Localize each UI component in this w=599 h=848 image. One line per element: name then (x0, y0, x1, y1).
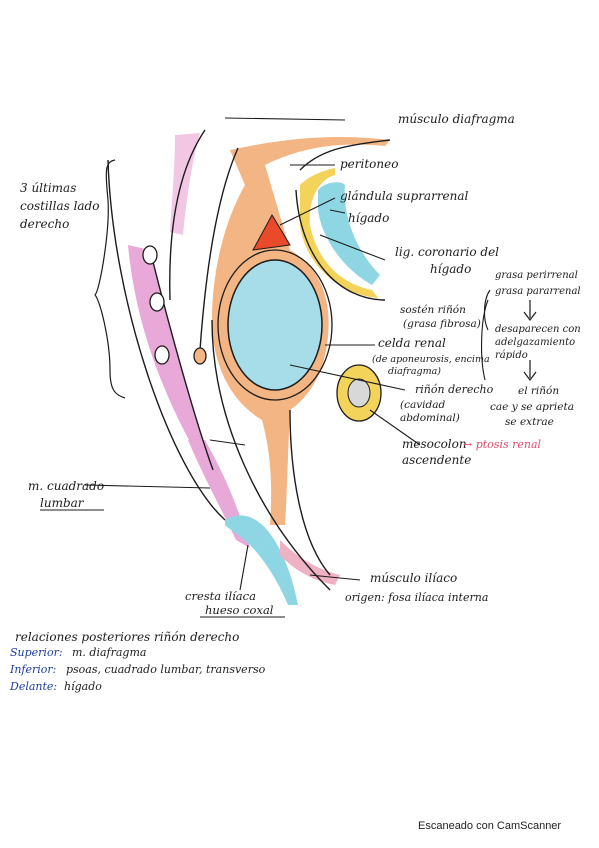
peritoneum-layer (300, 168, 378, 298)
label-ptosis: → ptosis renal (463, 438, 542, 451)
label-cavity-1: (cavidad (400, 399, 446, 411)
scanner-watermark: Escaneado con CamScanner (418, 820, 562, 832)
label-disappear-2: adelgazamiento (495, 337, 575, 348)
label-coronary-2: hígado (430, 262, 471, 276)
rib-1 (142, 245, 158, 265)
ink-outlines (107, 129, 391, 591)
label-renal-cell-2: (de aponeurosis, encima (372, 354, 490, 365)
colon-lumen (347, 378, 371, 408)
arrow-down-2 (523, 360, 537, 381)
label-quadratus-1: m. cuadrado (28, 479, 104, 493)
label-coronary-1: lig. coronario del (395, 245, 499, 259)
rib-brace (94, 159, 126, 399)
notes-inferior-key: Inferior: (9, 663, 56, 676)
label-colon-2: ascendente (402, 453, 471, 467)
label-renal-cell-3: diafragma) (388, 366, 441, 377)
iliac-crest (225, 515, 298, 605)
label-ribs-1: 3 últimas (20, 181, 76, 195)
notes-anterior-val: hígado (64, 680, 102, 693)
notes-title: relaciones posteriores riñón derecho (15, 630, 239, 644)
notes-superior-val: m. diafragma (72, 646, 146, 659)
label-iliac-crest-2: hueso coxal (205, 603, 274, 617)
label-cavity-2: abdominal) (400, 412, 460, 424)
label-adrenal: glándula suprarrenal (340, 189, 469, 203)
label-kidney-out-3: se extrae (505, 416, 554, 428)
pink-upper-strip (170, 133, 200, 235)
rib-2 (149, 292, 165, 312)
label-ribs-3: derecho (20, 217, 69, 231)
label-fat-2: grasa pararrenal (495, 286, 581, 297)
label-support-1: sostén riñón (400, 304, 466, 316)
liver (318, 182, 380, 285)
right-kidney (227, 259, 323, 391)
label-peritoneum: peritoneo (340, 157, 398, 171)
leader-lines (84, 117, 491, 591)
label-support-2: (grasa fibrosa) (403, 318, 481, 330)
label-quadratus-2: lumbar (40, 496, 85, 510)
notes-anterior-key: Delante: (9, 680, 57, 693)
arrow-down-1 (523, 300, 537, 321)
label-kidney-out-1: el riñón (518, 385, 559, 397)
label-disappear-3: rápido (495, 350, 528, 361)
label-disappear-1: desaparecen con (495, 324, 581, 335)
notes-superior-key: Superior: (10, 646, 63, 659)
iliac-muscle (280, 540, 340, 585)
label-iliac-muscle: músculo ilíaco (370, 571, 457, 585)
label-fat-1: grasa perirrenal (495, 270, 578, 281)
label-diaphragm: músculo diafragma (398, 112, 515, 126)
rib-4 (193, 347, 207, 365)
label-origin: origen: fosa ilíaca interna (345, 591, 488, 604)
label-kidney-out-2: cae y se aprieta (490, 401, 574, 413)
label-colon-1: mesocolon (402, 437, 467, 451)
label-iliac-crest-1: cresta ilíaca (185, 589, 256, 603)
notes-inferior-val: psoas, cuadrado lumbar, transverso (66, 663, 266, 676)
adrenal-gland (252, 213, 291, 251)
label-kidney: riñón derecho (415, 383, 494, 396)
kidney-inner-outline (217, 249, 333, 401)
label-liver: hígado (348, 211, 389, 225)
rib-3 (154, 345, 170, 365)
label-ribs-2: costillas lado (20, 199, 99, 213)
rib-strip (128, 245, 213, 470)
label-renal-cell-1: celda renal (378, 336, 446, 350)
